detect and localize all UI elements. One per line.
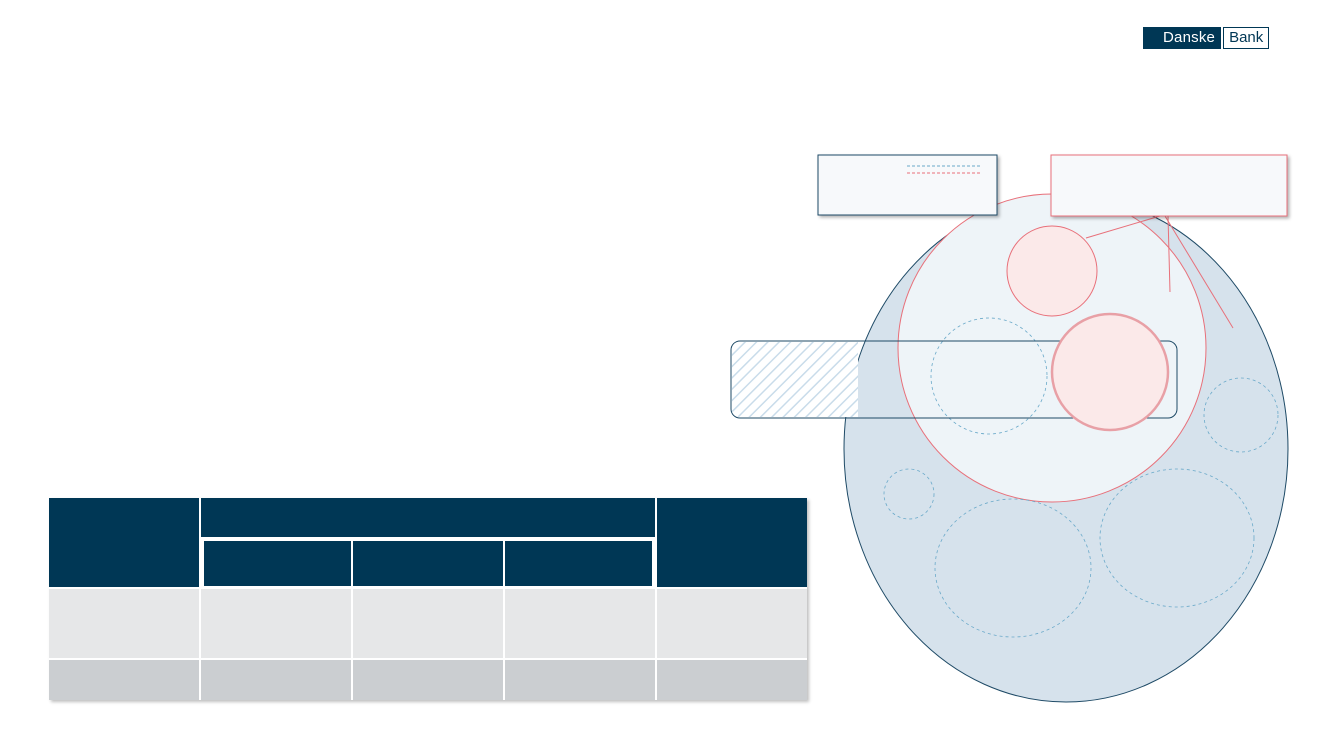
table-subheader-1 [204,541,351,587]
band-hatched-fill [732,342,858,417]
table-header-last [657,498,807,587]
callout-box [1050,154,1288,217]
table-header-col1 [49,498,199,587]
logo-danske-text: Danske [1143,27,1222,49]
dashed-ellipse-bottom-left [934,498,1092,638]
connector-line-1 [1085,215,1161,239]
danske-bank-logo: Danske Bank [1143,27,1270,49]
table-cell [353,660,503,700]
connector-line-2 [1167,215,1171,293]
table-cell [49,660,199,700]
red-circle-top [1006,225,1098,317]
table-cell [201,660,351,700]
dashed-circle-small-left [883,468,935,520]
connector-line-3 [1164,215,1234,329]
legend-box [817,154,998,216]
table-cell [49,589,199,658]
data-table [49,498,807,700]
table-cell [201,589,351,658]
table-cell [505,589,655,658]
table-cell [657,660,807,700]
table-subheader-frame [200,537,656,589]
table-subheader-3 [505,541,652,587]
table-header-group [201,498,655,537]
dashed-ellipse-bottom-right [1099,468,1255,608]
dashed-circle-center [930,317,1048,435]
red-circle-bottom [1050,312,1170,432]
dashed-circle-right [1203,377,1279,453]
horizontal-band [730,340,1178,419]
table-cell [505,660,655,700]
table-subheader-2 [353,541,503,587]
table-cell [657,589,807,658]
logo-bank-text: Bank [1223,27,1270,49]
table-cell [353,589,503,658]
